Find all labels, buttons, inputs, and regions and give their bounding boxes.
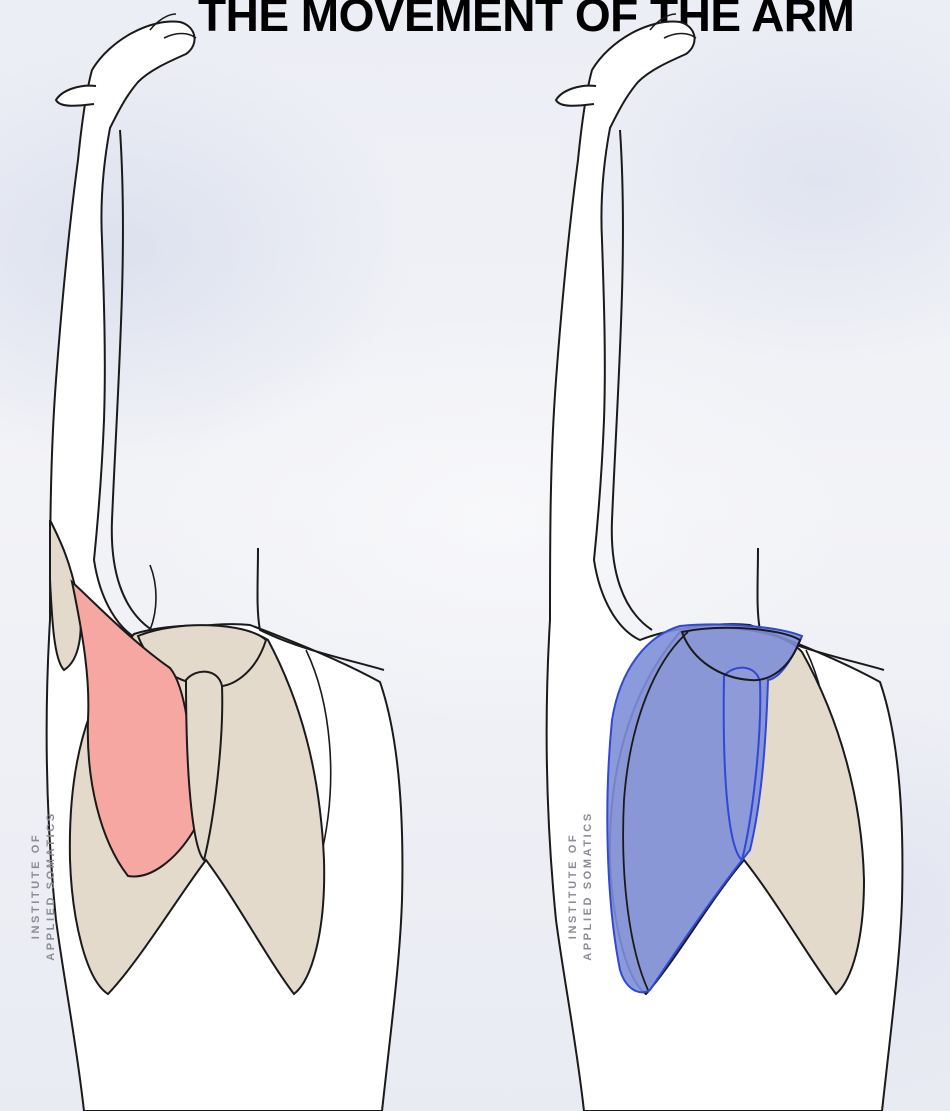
watermark-left: INSTITUTE OF APPLIED SOMATICS — [29, 756, 65, 1016]
thumb — [56, 86, 96, 106]
watermark-line2: APPLIED SOMATICS — [44, 756, 59, 1016]
watermark-line2: APPLIED SOMATICS — [581, 756, 596, 1016]
left-figure-drawing — [0, 0, 470, 1111]
arm-inner-line — [612, 130, 652, 630]
watermark-right: INSTITUTE OF APPLIED SOMATICS — [566, 756, 602, 1016]
thumb — [556, 86, 596, 106]
left-figure: INSTITUTE OF APPLIED SOMATICS — [0, 0, 470, 1111]
watermark-line1: INSTITUTE OF — [29, 756, 44, 1016]
arm-inner-line — [112, 130, 152, 630]
right-figure: INSTITUTE OF APPLIED SOMATICS — [480, 0, 950, 1111]
right-figure-drawing — [480, 0, 950, 1111]
watermark-line1: INSTITUTE OF — [566, 756, 581, 1016]
